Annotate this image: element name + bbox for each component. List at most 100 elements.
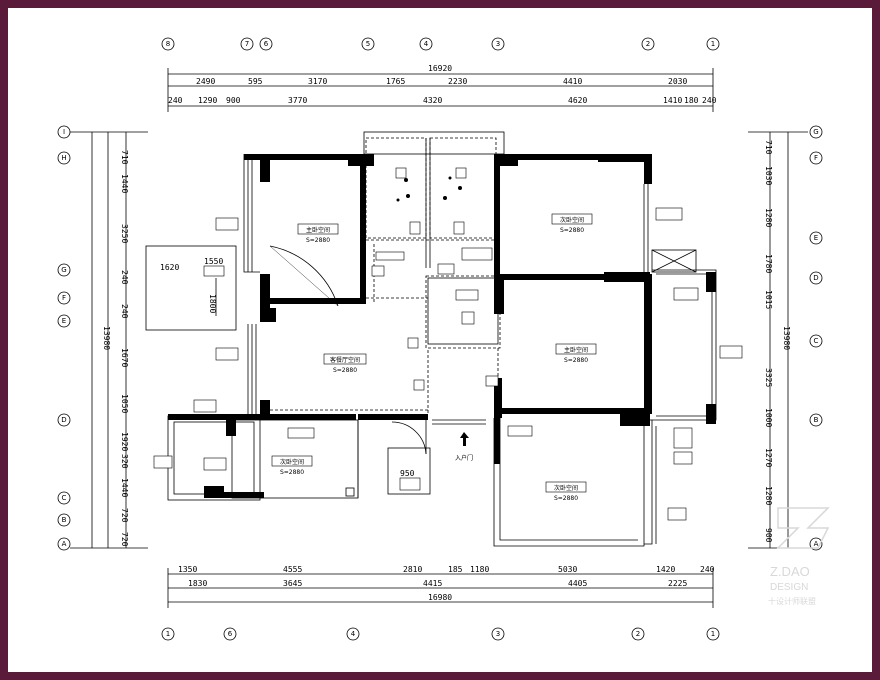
left-axis-labels: I H G F E D C B A bbox=[61, 128, 66, 548]
svg-text:I: I bbox=[63, 128, 65, 136]
top-axis-labels: 8 7 6 5 4 3 2 1 bbox=[166, 40, 715, 48]
svg-text:3250: 3250 bbox=[120, 224, 129, 243]
zdao-watermark: Z.DAO DESIGN 十设计师联盟 bbox=[768, 507, 830, 606]
svg-text:3: 3 bbox=[496, 630, 500, 638]
svg-text:240: 240 bbox=[120, 270, 129, 285]
svg-text:E: E bbox=[62, 317, 66, 325]
room-label-master: 主卧空间 bbox=[306, 226, 330, 234]
room-label-master2: 主卧空间 bbox=[564, 346, 588, 354]
svg-text:1830: 1830 bbox=[188, 579, 207, 588]
svg-text:3645: 3645 bbox=[283, 579, 302, 588]
svg-text:1800: 1800 bbox=[208, 294, 217, 313]
svg-text:950: 950 bbox=[400, 469, 415, 478]
room-label-second: 次卧空间 bbox=[560, 216, 584, 224]
svg-text:1050: 1050 bbox=[120, 394, 129, 413]
svg-text:4555: 4555 bbox=[283, 565, 302, 574]
svg-text:4415: 4415 bbox=[423, 579, 442, 588]
svg-text:B: B bbox=[62, 516, 67, 524]
svg-text:710: 710 bbox=[120, 150, 129, 165]
svg-text:1780: 1780 bbox=[764, 254, 773, 273]
svg-text:1000: 1000 bbox=[764, 408, 773, 427]
svg-text:G: G bbox=[813, 128, 818, 136]
right-dimensions bbox=[748, 131, 808, 549]
svg-text:Z.DAO: Z.DAO bbox=[770, 564, 810, 579]
svg-text:4: 4 bbox=[424, 40, 429, 48]
bottom-overall-dim: 16980 bbox=[428, 593, 452, 602]
svg-text:1015: 1015 bbox=[764, 290, 773, 309]
svg-text:S=2880: S=2880 bbox=[333, 367, 357, 374]
svg-text:4: 4 bbox=[351, 630, 356, 638]
svg-text:十设计师联盟: 十设计师联盟 bbox=[768, 596, 816, 606]
svg-text:1: 1 bbox=[711, 630, 715, 638]
svg-text:1030: 1030 bbox=[764, 166, 773, 185]
svg-text:320: 320 bbox=[120, 454, 129, 469]
svg-text:240: 240 bbox=[702, 96, 717, 105]
svg-text:720: 720 bbox=[120, 508, 129, 523]
floor-plan: 16920 2490 595 3170 1765 2230 4410 2030 … bbox=[57, 37, 830, 641]
svg-text:3325: 3325 bbox=[764, 368, 773, 387]
svg-text:4320: 4320 bbox=[423, 96, 442, 105]
svg-text:1280: 1280 bbox=[764, 208, 773, 227]
svg-text:710: 710 bbox=[764, 140, 773, 155]
svg-text:B: B bbox=[814, 416, 819, 424]
room-label-fourth: 次卧空间 bbox=[554, 484, 578, 492]
svg-text:6: 6 bbox=[264, 40, 269, 48]
svg-text:6: 6 bbox=[228, 630, 233, 638]
svg-text:8: 8 bbox=[166, 40, 170, 48]
svg-text:180: 180 bbox=[684, 96, 699, 105]
top-overall-dim: 16920 bbox=[428, 64, 452, 73]
svg-text:5030: 5030 bbox=[558, 565, 577, 574]
svg-text:2: 2 bbox=[646, 40, 650, 48]
top-dimensions bbox=[167, 68, 714, 112]
svg-text:1440: 1440 bbox=[120, 478, 129, 497]
svg-text:2225: 2225 bbox=[668, 579, 687, 588]
svg-text:1550: 1550 bbox=[204, 257, 223, 266]
svg-text:1420: 1420 bbox=[656, 565, 675, 574]
svg-text:1350: 1350 bbox=[178, 565, 197, 574]
svg-text:4405: 4405 bbox=[568, 579, 587, 588]
left-dimensions bbox=[70, 131, 148, 549]
svg-text:1620: 1620 bbox=[160, 263, 179, 272]
svg-text:F: F bbox=[814, 154, 818, 162]
svg-text:4620: 4620 bbox=[568, 96, 587, 105]
right-row-dims: 710 1030 1280 1780 1015 3325 1000 1270 1… bbox=[764, 140, 773, 543]
svg-text:1280: 1280 bbox=[764, 486, 773, 505]
svg-text:240: 240 bbox=[120, 304, 129, 319]
svg-text:3: 3 bbox=[496, 40, 500, 48]
svg-text:S=2880: S=2880 bbox=[554, 495, 578, 502]
left-total-dim: 13980 bbox=[102, 326, 111, 350]
svg-text:1765: 1765 bbox=[386, 77, 405, 86]
svg-text:S=2880: S=2880 bbox=[280, 469, 304, 476]
svg-text:2030: 2030 bbox=[668, 77, 687, 86]
bottom-row2-dims: 1830 3645 4415 4405 2225 bbox=[188, 579, 687, 588]
svg-text:720: 720 bbox=[120, 532, 129, 547]
svg-text:E: E bbox=[814, 234, 818, 242]
svg-text:240: 240 bbox=[700, 565, 715, 574]
top-row2-dims: 240 1290 900 3770 4320 4620 1410 180 240 bbox=[168, 96, 717, 105]
room-label-third: 次卧空间 bbox=[280, 458, 304, 466]
right-total-dim: 13980 bbox=[782, 326, 791, 350]
svg-text:2490: 2490 bbox=[196, 77, 215, 86]
entry-label: 入户门 bbox=[455, 454, 473, 462]
svg-text:C: C bbox=[62, 494, 67, 502]
left-axis-bubbles bbox=[57, 125, 71, 551]
svg-text:F: F bbox=[62, 294, 66, 302]
svg-text:1180: 1180 bbox=[470, 565, 489, 574]
stair-box: 1620 1550 1800 bbox=[160, 257, 225, 316]
bottom-axis-bubbles bbox=[161, 627, 720, 641]
svg-text:A: A bbox=[62, 540, 67, 548]
annotation-tags bbox=[153, 167, 743, 521]
svg-text:240: 240 bbox=[168, 96, 183, 105]
svg-text:S=2880: S=2880 bbox=[560, 227, 584, 234]
top-row1-dims: 2490 595 3170 1765 2230 4410 2030 bbox=[196, 77, 687, 86]
svg-text:3170: 3170 bbox=[308, 77, 327, 86]
svg-text:1440: 1440 bbox=[120, 174, 129, 193]
svg-text:5: 5 bbox=[366, 40, 370, 48]
room-label-living: 客餐厅空间 bbox=[330, 356, 360, 364]
svg-text:595: 595 bbox=[248, 77, 263, 86]
bottom-dimensions bbox=[167, 568, 714, 608]
svg-text:2810: 2810 bbox=[403, 565, 422, 574]
right-axis-labels: G F E D C B A bbox=[813, 128, 818, 548]
svg-text:900: 900 bbox=[226, 96, 241, 105]
left-row-dims: 710 1440 3250 240 240 1670 1050 1920 320… bbox=[120, 150, 129, 547]
